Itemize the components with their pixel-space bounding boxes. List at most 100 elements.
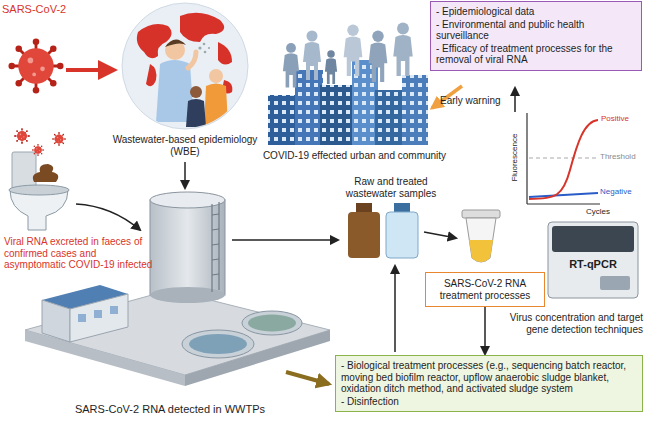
treatment-plant [248, 315, 296, 332]
globe-illustration [165, 40, 185, 60]
qpcr-chart [529, 157, 598, 158]
detection-label: Virus concentration and target gene dete… [503, 312, 643, 335]
treatment-plant [25, 330, 185, 386]
globe-illustration [146, 64, 156, 86]
treatment-plant [150, 287, 225, 303]
tube-arrow [424, 232, 456, 238]
community-people [283, 23, 413, 88]
treatment-process-box: - Biological treatment processes (e.g., … [335, 355, 643, 412]
output-box: - Epidemiological data- Environmental an… [430, 1, 642, 71]
globe-circle: Wastewater-based epidemiology (WBE) [120, 2, 250, 130]
tube-arrow [424, 232, 456, 238]
treatment-plant [212, 214, 219, 215]
treatment-plant [110, 306, 118, 314]
sampling-arrow [232, 239, 338, 241]
curve-label: Positive [601, 114, 643, 123]
treatment-plant [211, 204, 212, 292]
sample-tube [462, 210, 500, 218]
sample-bottles [348, 212, 380, 258]
toilet [14, 128, 30, 144]
community-label: COVID-19 effected urban and community [262, 150, 447, 162]
community-people [303, 31, 321, 81]
sample-tube [469, 240, 493, 262]
samples-label: Raw and treated wastewater samples [335, 176, 447, 199]
olive-arrow [286, 372, 329, 384]
curve-label: Negative [600, 187, 643, 196]
qpcr-chart [529, 193, 598, 197]
globe-illustration [120, 2, 250, 130]
treatment-plant [150, 200, 225, 295]
treatment-plant [212, 244, 219, 245]
toilet [9, 128, 69, 230]
instrument-label: RT-qPCR [553, 258, 633, 271]
globe-illustration [188, 52, 196, 68]
node-text: - Environmental and public health survei… [436, 19, 636, 42]
city-buildings [320, 85, 355, 145]
early-warning-arrow [514, 88, 516, 112]
globe-illustration [198, 46, 201, 49]
qpcr-chart [529, 120, 598, 199]
treatment-plant [185, 330, 330, 386]
qpcr-machine [548, 222, 638, 298]
toilet [52, 132, 66, 146]
globe-illustration [218, 42, 232, 65]
treatment-plant [218, 202, 219, 290]
toilet [9, 185, 69, 195]
sample-bottles [386, 212, 418, 258]
treatment-plant [150, 192, 225, 208]
qpcr-chart [527, 113, 600, 204]
city-buildings [375, 90, 405, 145]
city-buildings [268, 95, 298, 145]
toilet [32, 144, 44, 156]
city-buildings [320, 85, 355, 145]
treatment-plant [189, 334, 247, 354]
flow-arrow [484, 307, 486, 354]
city-buildings [375, 90, 405, 145]
city-buildings [268, 95, 298, 145]
treatment-plant [212, 229, 219, 230]
globe-illustration [156, 39, 228, 127]
node-text: - Efficacy of treatment processes for th… [436, 43, 636, 66]
node-text: - Disinfection [341, 396, 637, 408]
wwtp-label: SARS-CoV-2 RNA detected in WWTPs [30, 403, 310, 416]
globe-illustration [204, 84, 228, 127]
community-people [369, 31, 388, 82]
treatment-plant [242, 311, 302, 335]
red-arrow [66, 70, 114, 71]
city-buildings [295, 70, 323, 145]
treatment-plant [25, 192, 330, 386]
globe-illustration [190, 86, 202, 98]
node-caption: Wastewater-based epidemiology (WBE) [100, 134, 270, 157]
sample-tube [466, 218, 496, 262]
community-people [325, 50, 337, 84]
city-buildings [402, 75, 428, 145]
return-arrow [394, 266, 396, 352]
faeces-arrow [76, 204, 140, 230]
globe-illustration [122, 3, 248, 129]
sample-bottles [356, 203, 372, 213]
community-people [344, 25, 363, 76]
early-warning-arrow [515, 88, 516, 112]
node-text: SARS-CoV-2 RNA treatment processes [431, 278, 539, 301]
sample-bottles [348, 203, 418, 258]
treatment-plant [212, 259, 219, 260]
city-buildings [402, 75, 428, 145]
red-arrow [66, 68, 114, 72]
node-text: - Epidemiological data [436, 6, 636, 18]
return-arrow [395, 266, 396, 352]
axis-label: Fluorescence [510, 123, 519, 193]
axis-label: Cycles [586, 207, 626, 216]
community-people [393, 23, 412, 76]
virus-label: SARS-CoV-2 [2, 3, 92, 16]
treatment-plant [94, 310, 102, 318]
treatment-plant [78, 314, 86, 322]
sample-tube [462, 210, 500, 262]
qpcr-machine [552, 226, 634, 252]
faeces-label: Viral RNA excreted in faeces of confirme… [4, 236, 156, 271]
globe-illustration [204, 51, 207, 54]
city-buildings [295, 70, 323, 145]
toilet [10, 190, 68, 230]
qpcr-chart [527, 203, 600, 204]
olive-arrow [286, 372, 329, 384]
